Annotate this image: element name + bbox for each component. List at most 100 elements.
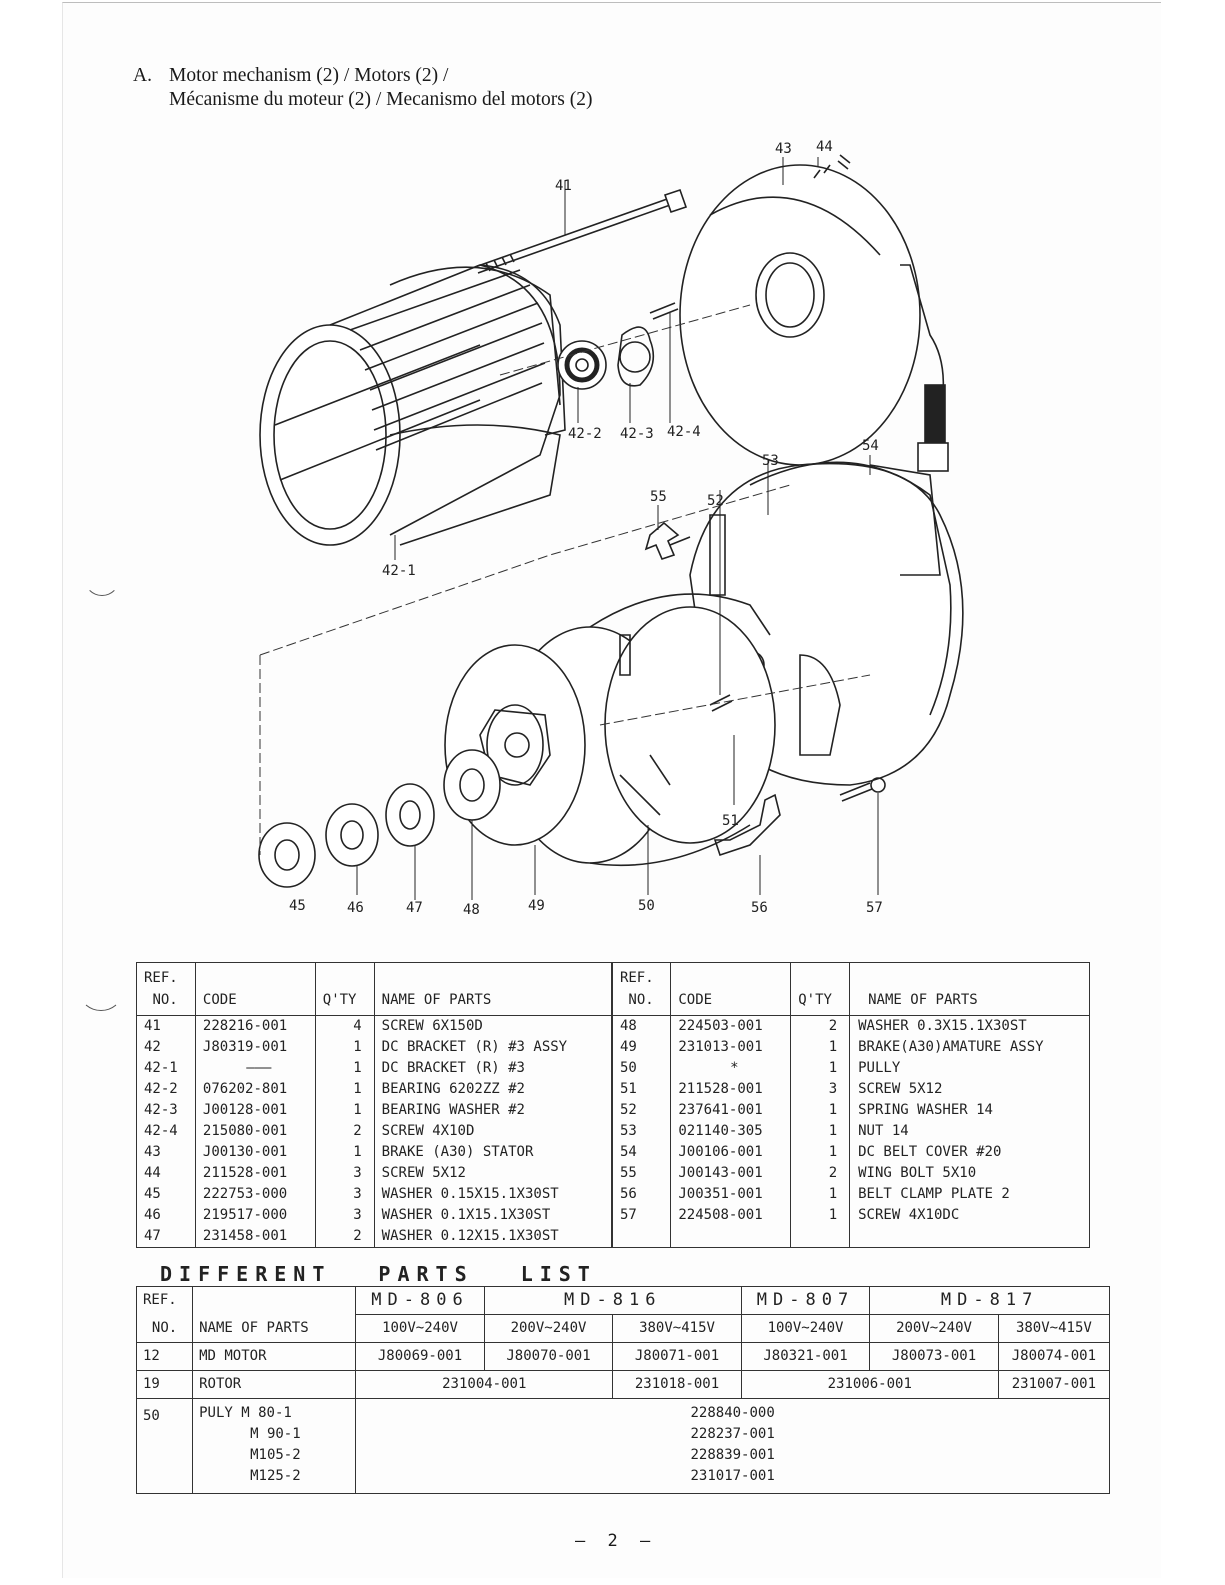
qty-cell: 1 (790, 1184, 851, 1205)
ref-cell: 43 (136, 1142, 196, 1163)
callout-44: 44 (816, 139, 833, 155)
section-heading: A. Motor mechanism (2) / Motors (2) / Mé… (133, 64, 592, 112)
qty-cell: 1 (790, 1142, 851, 1163)
code-cell: J80073-001 (869, 1342, 999, 1371)
model-md-806: MD-806 (355, 1286, 485, 1315)
callout-51: 51 (722, 813, 739, 829)
qty-cell: 1 (790, 1121, 851, 1142)
qty-cell: 3 (790, 1079, 851, 1100)
qty-cell: 1 (790, 1058, 851, 1079)
qty-header: Q'TY (314, 962, 375, 1016)
model-md-817: MD-817 (869, 1286, 1110, 1315)
callout-55: 55 (650, 489, 667, 505)
motor-housing (259, 264, 566, 546)
ref-cell: 42-1 (136, 1058, 196, 1079)
ref-cell: 57 (610, 1205, 672, 1226)
code-cell: 228216-001 (194, 1015, 316, 1037)
margin-mark (84, 560, 120, 596)
qty-cell: 3 (314, 1184, 375, 1205)
ref-cell: 42-2 (136, 1079, 196, 1100)
qty-cell: 1 (314, 1037, 375, 1058)
code-cell: 231006-001 (740, 1370, 999, 1399)
title-word: PARTS (378, 1262, 474, 1286)
part-name-cell: SCREW 5X12 (849, 1079, 1090, 1100)
qty-cell: 1 (314, 1100, 375, 1121)
ref-cell: 54 (610, 1142, 672, 1163)
qty-cell: 4 (314, 1015, 375, 1037)
table-row: 50 PULY M 80-1 M 90-1 M105-2 M125-2 2288… (135, 1398, 1110, 1494)
qty-cell: 1 (314, 1058, 375, 1079)
pulley-code: 228840-000 (690, 1405, 775, 1421)
callout-46: 46 (347, 900, 364, 916)
washer-stack (258, 749, 501, 888)
code-cell: 231018-001 (612, 1370, 742, 1399)
table-row: 19 ROTOR 231004-001 231018-001 231006-00… (135, 1370, 1111, 1399)
part-name-cell: PULLY (849, 1058, 1090, 1079)
part-name-cell: WASHER 0.3X15.1X30ST (849, 1015, 1090, 1037)
page-number: — 2 — (575, 1531, 657, 1551)
code-cell: 224503-001 (670, 1015, 792, 1037)
code-cell: J00130-001 (194, 1142, 316, 1163)
pulley-code: 228237-001 (690, 1426, 775, 1442)
code-cell: 211528-001 (194, 1163, 316, 1184)
callout-57: 57 (866, 900, 883, 916)
ref-cell: 45 (136, 1184, 196, 1205)
ref-header: REF. (135, 1286, 194, 1315)
code-cell: 215080-001 (194, 1121, 316, 1142)
code-cell: 076202-801 (194, 1079, 316, 1100)
part-name-cell: SCREW 5X12 (373, 1163, 613, 1184)
part-name-cell: DC BRACKET (R) #3 (373, 1058, 613, 1079)
callout-49: 49 (528, 898, 545, 914)
callout-41: 41 (555, 178, 572, 194)
section-title-line1: Motor mechanism (2) / Motors (2) / (169, 65, 449, 86)
part-name-cell: SPRING WASHER 14 (849, 1100, 1090, 1121)
ref-cell (610, 1226, 672, 1248)
code-cell: J00351-001 (670, 1184, 792, 1205)
different-parts-table: REF. MD-806 MD-816 MD-807 MD-817 NO. NAM… (135, 1286, 1111, 1494)
qty-cell: 2 (314, 1226, 375, 1248)
callout-48: 48 (463, 902, 480, 918)
ref-cell: 19 (135, 1370, 194, 1399)
callout-52: 52 (707, 493, 724, 509)
pulley-size: M 90-1 (250, 1426, 301, 1442)
code-header: CODE (194, 962, 316, 1016)
pulley-code: 231017-001 (690, 1468, 775, 1484)
part-name-cell: BEARING 6202ZZ #2 (373, 1079, 613, 1100)
parts-table-header: REF. NO. CODE Q'TY NAME OF PARTS REF. NO… (136, 962, 1090, 1016)
part-name-cell: WING BOLT 5X10 (849, 1163, 1090, 1184)
name-header: NAME OF PARTS (849, 962, 1090, 1016)
different-parts-title: DIFFERENT PARTS LIST (160, 1262, 625, 1286)
ref-cell: 52 (610, 1100, 672, 1121)
part-name-cell: ROTOR (192, 1370, 357, 1399)
blank-cell (192, 1286, 357, 1315)
code-cell: 228840-000 228237-001 228839-001 231017-… (355, 1398, 1110, 1494)
part-name-cell: WASHER 0.12X15.1X30ST (373, 1226, 613, 1248)
part-name-cell: MD MOTOR (192, 1342, 357, 1371)
part-name-cell: NUT 14 (849, 1121, 1090, 1142)
section-title-line2: Mécanisme du moteur (2) / Mecanismo del … (169, 89, 593, 110)
code-cell: ——— (194, 1058, 316, 1079)
part-name-cell: WASHER 0.15X15.1X30ST (373, 1184, 613, 1205)
title-word: DIFFERENT (160, 1262, 332, 1286)
ref-cell: 42-3 (136, 1100, 196, 1121)
ref-cell: 42-4 (136, 1121, 196, 1142)
qty-cell: 1 (314, 1142, 375, 1163)
part-name-cell: SCREW 6X150D (373, 1015, 613, 1037)
parts-list-table: REF. NO. CODE Q'TY NAME OF PARTS REF. NO… (136, 962, 1090, 1248)
part-name-cell: PULY M 80-1 M 90-1 M105-2 M125-2 (192, 1398, 357, 1494)
ref-cell: 42 (136, 1037, 196, 1058)
ref-cell: 46 (136, 1205, 196, 1226)
voltage-cell: 380V~415V (997, 1314, 1111, 1343)
part-name-cell: SCREW 4X10DC (849, 1205, 1090, 1226)
part-name-cell (849, 1226, 1090, 1248)
name-header: NAME OF PARTS (192, 1314, 357, 1343)
code-cell: J80321-001 (740, 1342, 871, 1371)
callout-54: 54 (862, 438, 879, 454)
pulley-code: 228839-001 (690, 1447, 775, 1463)
